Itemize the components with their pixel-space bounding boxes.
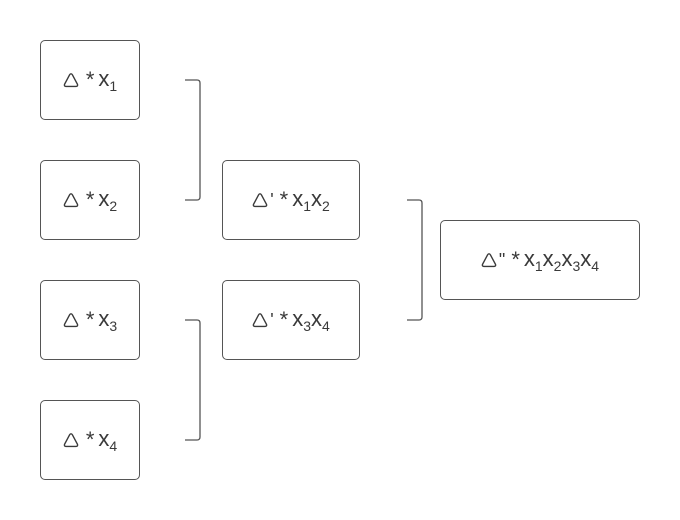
variable-base: x (292, 186, 304, 211)
delta-icon (63, 192, 79, 208)
double-prime-mark: " (498, 249, 506, 270)
node-delta-x1: *x1 (40, 40, 140, 120)
operator: * (85, 427, 95, 452)
bracket-x1x2-x3x4 (407, 199, 423, 321)
operator: * (279, 307, 289, 332)
variable: x1 (524, 246, 543, 274)
variable-base: x (98, 306, 110, 331)
variable-subscript: 1 (534, 258, 543, 274)
node-delta-x2: *x2 (40, 160, 140, 240)
variable-base: x (292, 306, 304, 331)
variable: x1 (98, 66, 117, 94)
variable-subscript: 4 (322, 318, 330, 334)
variable-subscript: 2 (322, 198, 330, 214)
variable-subscript: 4 (109, 438, 118, 454)
bracket-x3-x4 (185, 319, 201, 441)
variable-base: x (311, 186, 322, 211)
variable: x4 (98, 426, 117, 454)
delta-icon (63, 72, 79, 88)
variable: x2 (311, 186, 330, 214)
delta-icon (252, 312, 268, 328)
variable-base: x (98, 186, 110, 211)
variable-base: x (98, 66, 110, 91)
variable-base: x (311, 306, 322, 331)
variable-base: x (98, 426, 110, 451)
variable: x2 (98, 186, 117, 214)
bracket-x1-x2 (185, 79, 201, 201)
operator: * (85, 307, 95, 332)
delta-icon (63, 432, 79, 448)
variable-base: x (523, 246, 535, 271)
operator: * (511, 247, 520, 272)
node-delta-x3: *x3 (40, 280, 140, 360)
variable-subscript: 2 (109, 198, 118, 214)
variable: x3 (561, 246, 580, 274)
variable-base: x (561, 246, 573, 271)
variable: x3 (292, 306, 311, 334)
variable-base: x (580, 246, 592, 271)
variable-subscript: 3 (303, 318, 311, 334)
variable-subscript: 3 (109, 318, 118, 334)
variable-base: x (542, 246, 554, 271)
delta-icon (63, 312, 79, 328)
prime-mark: ' (270, 309, 274, 330)
variable: x1 (292, 186, 311, 214)
operator: * (85, 67, 95, 92)
variable-subscript: 4 (591, 258, 600, 274)
node-delta-x4: *x4 (40, 400, 140, 480)
delta-icon (252, 192, 268, 208)
variable-subscript: 1 (303, 198, 311, 214)
delta-icon (481, 252, 497, 268)
operator: * (279, 187, 289, 212)
variable: x2 (543, 246, 562, 274)
variable: x3 (98, 306, 117, 334)
variable-subscript: 3 (572, 258, 581, 274)
variable-subscript: 2 (553, 258, 562, 274)
variable: x4 (580, 246, 599, 274)
operator: * (85, 187, 95, 212)
variable: x4 (311, 306, 330, 334)
prime-mark: ' (270, 189, 274, 210)
variable-subscript: 1 (109, 78, 118, 94)
